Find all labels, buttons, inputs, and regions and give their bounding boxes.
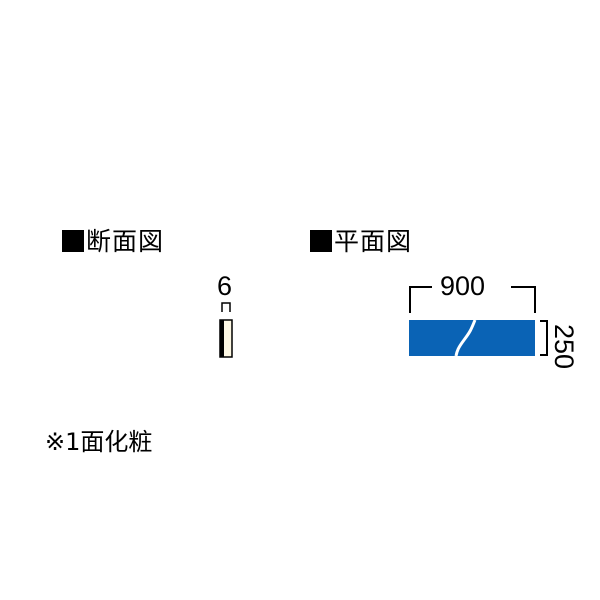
- width-dimension-right: [511, 286, 536, 313]
- plan-view-heading: 平面図: [310, 228, 412, 256]
- width-dimension-left: [409, 286, 432, 313]
- plan-width-label: 900: [440, 271, 486, 301]
- break-line-icon: [454, 319, 477, 357]
- section-thickness-label: 6: [217, 271, 233, 301]
- plan-height-label: 250: [549, 324, 579, 370]
- plan-view-title: 平面図: [334, 227, 413, 256]
- finish-note: ※1面化粧: [45, 428, 153, 456]
- section-view-title: 断面図: [86, 227, 165, 256]
- height-dimension-bracket: [540, 320, 548, 356]
- section-shadow-edge: [220, 320, 224, 357]
- black-square-icon: [62, 230, 84, 252]
- section-view-heading: 断面図: [62, 228, 164, 256]
- black-square-icon: [310, 230, 332, 252]
- thickness-dimension-bracket: [221, 302, 231, 312]
